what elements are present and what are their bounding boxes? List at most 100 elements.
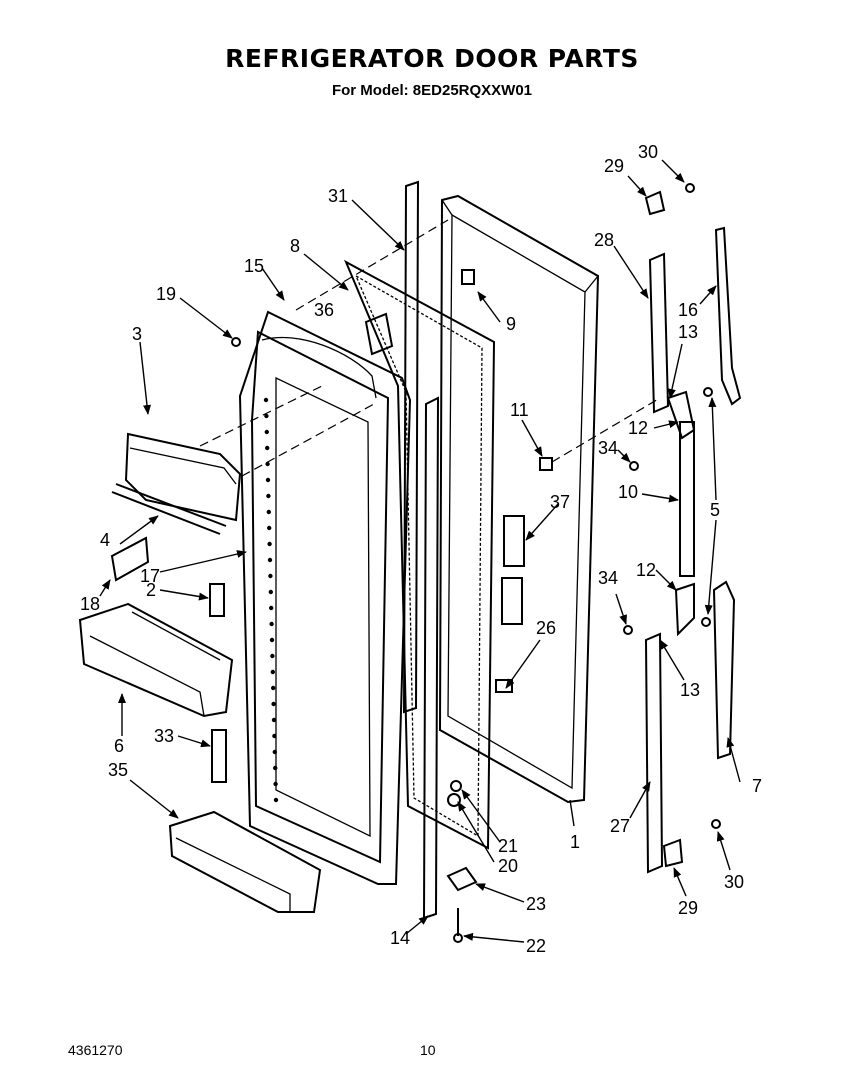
- hinge-12b: [674, 582, 695, 637]
- callout-12b: 12: [636, 560, 656, 580]
- callout-27: 27: [610, 816, 630, 836]
- screw-30a: [685, 183, 695, 193]
- callout-20: 20: [498, 856, 518, 876]
- inner-door-liner: [238, 310, 412, 885]
- breaker-strip-14: [422, 396, 440, 920]
- callout-17: 17: [140, 566, 160, 586]
- screw-5a: [703, 387, 713, 397]
- callout-2: 2: [146, 580, 156, 600]
- liner-hole: [265, 477, 271, 483]
- liner-hole: [264, 413, 269, 419]
- document-number: 4361270: [68, 1042, 123, 1058]
- callout-3: 3: [132, 324, 142, 344]
- door-gasket: [343, 259, 496, 850]
- screw-30b: [711, 819, 721, 829]
- hinge-plate-23: [446, 866, 478, 892]
- liner-hole: [271, 701, 276, 707]
- door-bin-35: [168, 810, 322, 913]
- page-number: 10: [420, 1042, 436, 1058]
- cap-29b: [662, 838, 684, 868]
- cam-21: [450, 780, 462, 792]
- callout-8: 8: [290, 236, 300, 256]
- bracket-4: [110, 536, 150, 582]
- callout-30a: 30: [638, 142, 658, 162]
- callout-7: 7: [752, 776, 762, 796]
- plug-9: [461, 269, 475, 285]
- clip-11: [539, 457, 553, 471]
- liner-hole: [265, 461, 270, 467]
- liner-hole: [266, 509, 271, 515]
- callout-36: 36: [314, 300, 334, 320]
- callout-6: 6: [114, 736, 124, 756]
- trim-7: [712, 580, 736, 760]
- callout-labels: 1 2 3 4 5 6 7 8 9 10 11 12 12 13 13 14 1…: [80, 142, 762, 956]
- liner-hole: [264, 429, 269, 435]
- liner-hole: [269, 621, 274, 627]
- handle-27: [644, 632, 664, 874]
- liner-hole: [269, 637, 275, 643]
- callout-29a: 29: [604, 156, 624, 176]
- clip-33: [211, 729, 227, 783]
- callout-15: 15: [244, 256, 264, 276]
- callout-37: 37: [550, 492, 570, 512]
- liner-hole: [270, 653, 275, 659]
- screw-19: [231, 337, 241, 347]
- liner-hole: [270, 669, 275, 675]
- callout-14: 14: [390, 928, 410, 948]
- callout-19: 19: [156, 284, 176, 304]
- liner-hole: [268, 573, 273, 579]
- callout-12a: 12: [628, 418, 648, 438]
- callout-18: 18: [80, 594, 100, 614]
- liner-hole: [265, 445, 270, 451]
- liner-holes: [263, 397, 279, 803]
- foam-block-36: [364, 312, 394, 356]
- assembly-dashed-lines: [199, 219, 661, 477]
- callout-9: 9: [506, 314, 516, 334]
- insulation-block-37b: [501, 577, 523, 625]
- callout-5: 5: [710, 500, 720, 520]
- insulation-block-37a: [503, 515, 525, 567]
- callout-22: 22: [526, 936, 546, 956]
- callout-4: 4: [100, 530, 110, 550]
- liner-hole: [269, 605, 274, 611]
- liner-hole: [272, 749, 277, 755]
- handle-28: [648, 252, 670, 414]
- callout-11: 11: [510, 400, 529, 420]
- callout-10: 10: [618, 482, 638, 502]
- liner-hole: [273, 781, 278, 787]
- cap-29a: [644, 190, 666, 216]
- leader-lines: [99, 159, 741, 943]
- screw-34a: [629, 461, 639, 471]
- liner-hole: [263, 397, 269, 403]
- callout-31: 31: [328, 186, 348, 206]
- outer-door-panel: [438, 194, 600, 804]
- callout-16: 16: [678, 300, 698, 320]
- clip-2: [209, 583, 225, 617]
- door-bin-6: [78, 602, 234, 718]
- screw-5b: [701, 617, 711, 627]
- liner-hole: [273, 765, 278, 771]
- liner-hole: [271, 685, 276, 691]
- liner-hole: [271, 717, 277, 723]
- callout-21: 21: [498, 836, 518, 856]
- callout-26: 26: [536, 618, 556, 638]
- callout-30b: 30: [724, 872, 744, 892]
- screw-22: [453, 908, 463, 943]
- screw-34b: [623, 625, 633, 635]
- callout-13a: 13: [678, 322, 698, 342]
- handle-bar-10: [679, 421, 695, 577]
- callout-28: 28: [594, 230, 614, 250]
- callout-35: 35: [108, 760, 128, 780]
- liner-hole: [267, 557, 273, 563]
- liner-hole: [268, 589, 273, 595]
- bushing-20: [447, 793, 461, 807]
- callout-13b: 13: [680, 680, 700, 700]
- model-subtitle: For Model: 8ED25RQXXW01: [331, 82, 533, 99]
- callout-1: 1: [570, 832, 580, 852]
- liner-hole: [272, 733, 277, 739]
- callout-34a: 34: [598, 438, 618, 458]
- page-title: REFRIGERATOR DOOR PARTS: [225, 44, 639, 73]
- callout-34b: 34: [598, 568, 618, 588]
- liner-hole: [266, 493, 271, 499]
